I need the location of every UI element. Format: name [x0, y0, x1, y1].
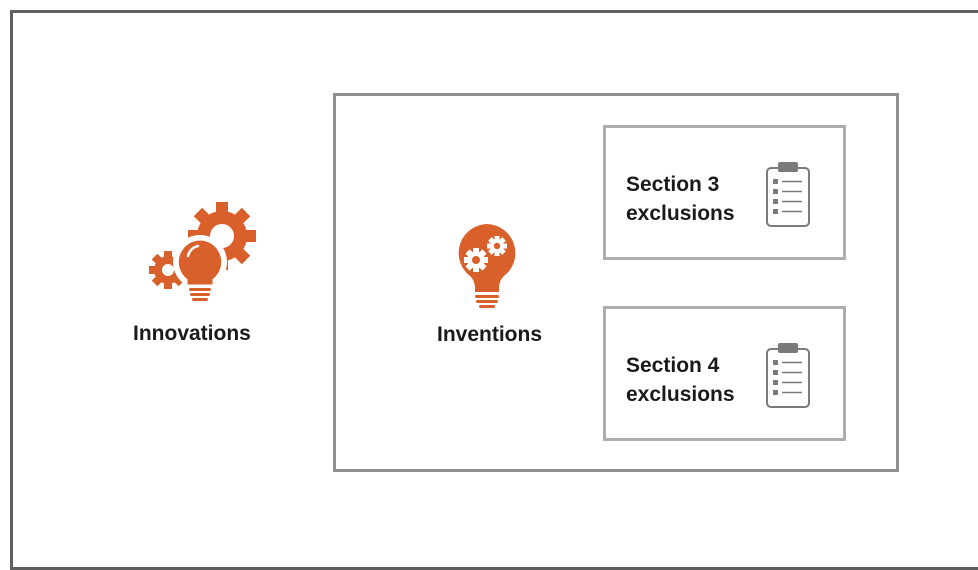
lightbulb-gears-icon — [149, 202, 256, 301]
section-4-line2: exclusions — [626, 383, 735, 406]
section-4-line1: Section 4 — [626, 354, 720, 377]
innovations-label: Innovations — [133, 322, 251, 345]
clipboard-checklist-icon — [766, 162, 810, 227]
section-4-exclusions-label: Section 4 exclusions — [626, 351, 735, 409]
lightbulb-with-gears-icon — [458, 224, 516, 308]
section-3-line2: exclusions — [626, 202, 735, 225]
clipboard-checklist-icon — [766, 343, 810, 408]
inventions-frame — [333, 93, 899, 472]
section-3-line1: Section 3 — [626, 173, 720, 196]
section-3-exclusions-box: Section 3 exclusions — [603, 125, 846, 260]
section-4-exclusions-box: Section 4 exclusions — [603, 306, 846, 441]
section-3-exclusions-label: Section 3 exclusions — [626, 170, 735, 228]
inventions-label: Inventions — [437, 323, 543, 346]
